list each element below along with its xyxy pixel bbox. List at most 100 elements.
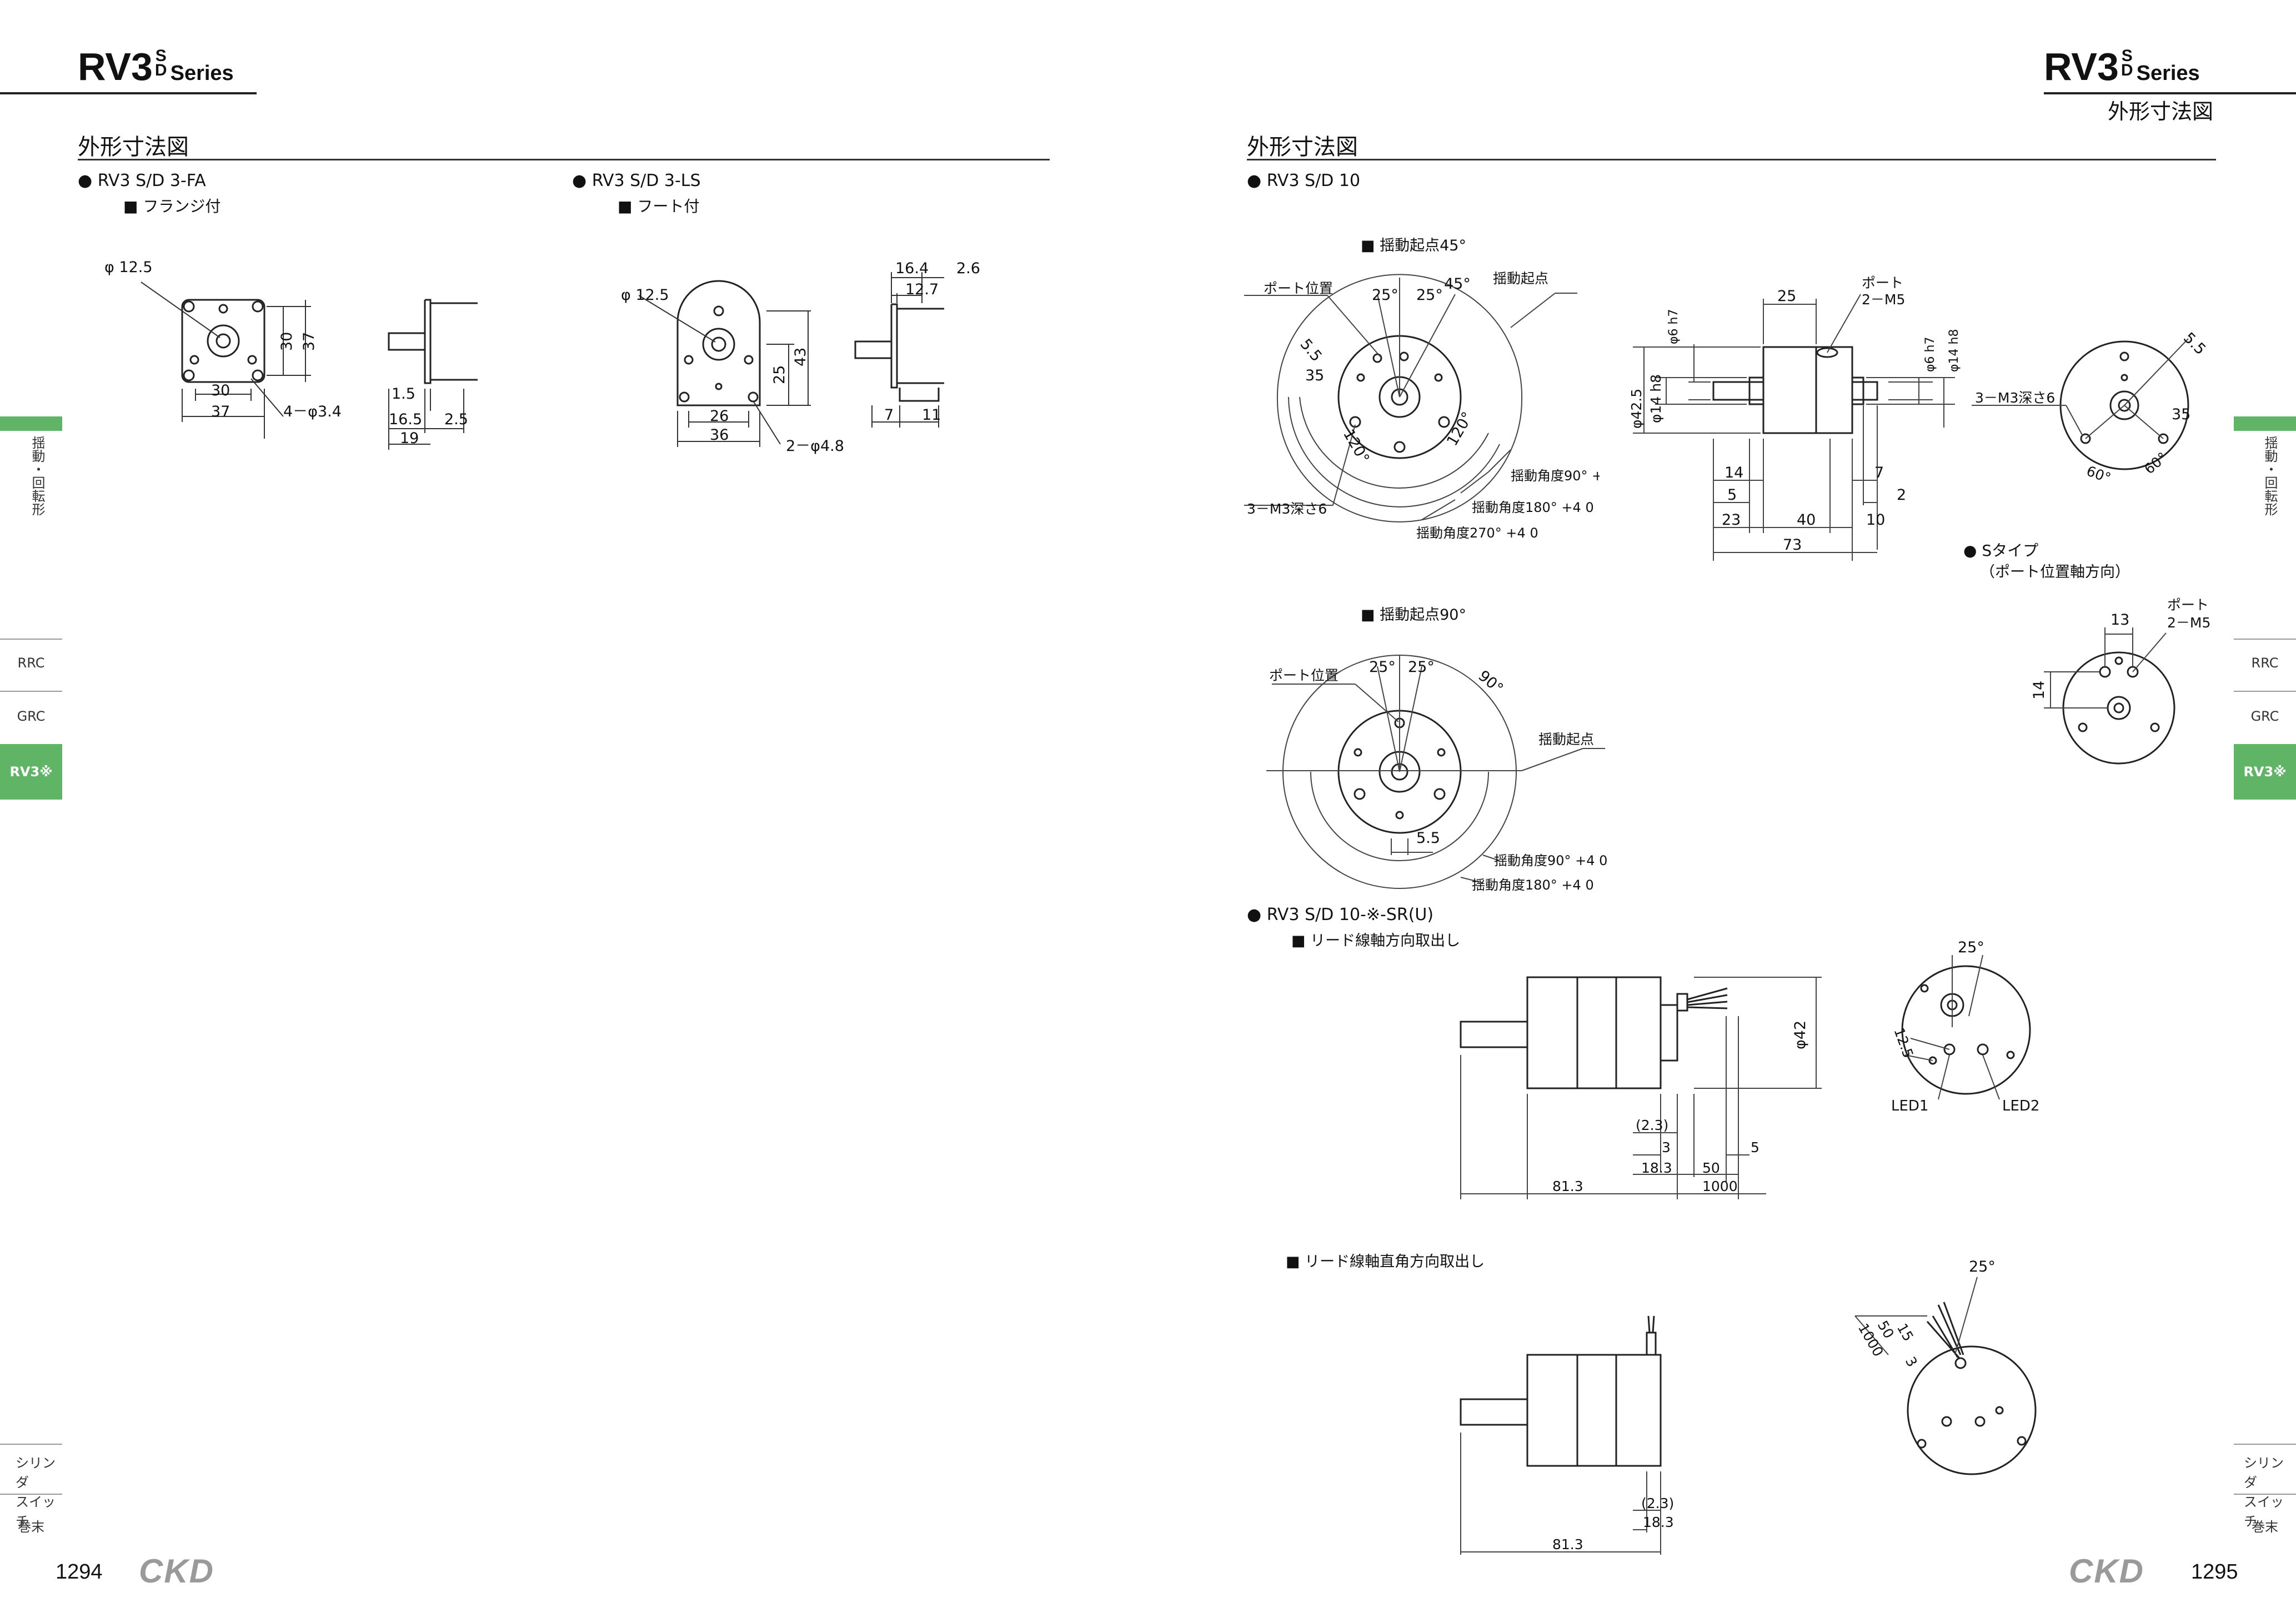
fa-drawing: φ 12.5 30 37 30 37 4－φ3.4 1.5 16.5 19 2.… <box>104 259 478 450</box>
side-d73: 73 <box>1783 536 1802 554</box>
page-number-left: 1294 <box>56 1560 103 1584</box>
fa-dim-30v: 30 <box>278 332 295 351</box>
side-body <box>1762 346 1853 434</box>
left-tab-rv3[interactable]: RV3※ <box>0 744 62 800</box>
right-tab-kanji[interactable]: 揺動・回転形 <box>2262 436 2278 516</box>
start45-a45: 45° <box>1444 275 1471 293</box>
series-main-right: RV3 <box>2044 45 2119 88</box>
stype-drawing: 13 ポート 2－M5 14 <box>2031 597 2210 765</box>
left-tab-line-3 <box>0 1444 62 1445</box>
sr-led2: LED2 <box>2002 1098 2039 1114</box>
right-tab-appendix[interactable]: 巻末 <box>2252 1519 2278 1535</box>
fa-shaft-circle <box>207 324 240 358</box>
left-tab-grc[interactable]: GRC <box>17 709 46 724</box>
header-rule-right <box>2044 92 2296 94</box>
series-d-right: D <box>2120 61 2133 79</box>
right-tab-rrc[interactable]: RRC <box>2251 655 2279 671</box>
sr-axial-label: リード線軸方向取出し <box>1291 928 1460 950</box>
ckd-logo-left: CKD <box>139 1552 214 1590</box>
side-port: ポート <box>1862 275 1903 291</box>
sr-d1000: 1000 <box>1702 1178 1738 1194</box>
stype-title: Sタイプ <box>1963 539 2038 561</box>
right-tab-line-1 <box>2234 639 2296 640</box>
sr-phi42: φ42 <box>1792 1021 1809 1049</box>
sr-d23: (2.3) <box>1636 1117 1668 1133</box>
series-suffix-right: Series <box>2136 62 2200 85</box>
fa-dim-30h: 30 <box>211 382 230 399</box>
ls-dim-36: 36 <box>710 426 729 444</box>
sr-d183: 18.3 <box>1641 1160 1672 1176</box>
sr-p-d23: (2.3) <box>1641 1495 1674 1511</box>
start45-a25a: 25° <box>1372 287 1398 304</box>
ls-drawing: φ 12.5 25 43 26 36 2－φ4.8 16.4 12.7 2.6 … <box>621 260 980 455</box>
start45-label: 揺動起点45° <box>1361 233 1466 255</box>
side-d25: 25 <box>1777 288 1796 305</box>
fa-dim-37h: 37 <box>211 403 230 420</box>
ls-foot-body <box>676 280 761 406</box>
stype-sub: （ポート位置軸方向） <box>1980 564 2130 581</box>
start90-start: 揺動起点 <box>1538 731 1594 747</box>
sr-axial-drawing: φ42 (2.3) 3 18.3 5 50 81.3 1000 <box>1460 976 1822 1199</box>
ls-dim-25: 25 <box>771 365 788 384</box>
sr-perp-rear-drawing: 25° 15 50 1000 3 <box>1854 1258 2037 1475</box>
right-tab-rv3[interactable]: RV3※ <box>2234 744 2296 800</box>
start45-d55: 5.5 <box>1297 336 1325 365</box>
sr-led1: LED1 <box>1891 1098 1928 1114</box>
sr-perp-body <box>1526 1354 1662 1467</box>
series-s: S <box>155 47 167 65</box>
ls-dim-26: 26 <box>710 408 729 425</box>
left-tab-kanji[interactable]: 揺動・回転形 <box>29 436 45 516</box>
side-phi14r: φ14 h8 <box>1947 329 1961 372</box>
back-drawing: 3－M3深さ6 5.5 35 60° 60° <box>1972 329 2209 486</box>
side-d40: 40 <box>1797 511 1816 529</box>
sr-d3: 3 <box>1662 1139 1671 1155</box>
ls-dim-164: 16.4 <box>895 260 929 277</box>
ls-sub: フート付 <box>618 194 699 217</box>
header-rule-left <box>0 92 257 94</box>
ls-dim-11: 11 <box>922 406 941 424</box>
sr-d50: 50 <box>1702 1160 1720 1176</box>
series-main: RV3 <box>78 45 153 88</box>
fa-dim-phi: φ 12.5 <box>104 259 153 276</box>
stype-port: ポート <box>2167 597 2209 613</box>
sr-p-d3: 3 <box>1902 1354 1921 1370</box>
left-tab-rrc[interactable]: RRC <box>17 655 45 671</box>
sr-p-a25: 25° <box>1969 1258 1996 1275</box>
sr-perp-drawing: (2.3) 18.3 81.3 <box>1460 1315 1674 1555</box>
start45-ang270: 揺動角度270° +4 0 <box>1416 525 1538 541</box>
sr-p-d183: 18.3 <box>1643 1514 1674 1530</box>
ls-dim-7: 7 <box>884 406 894 424</box>
back-d55: 5.5 <box>2180 329 2209 358</box>
sr-axial-rear-drawing: 25° 12.5 LED1 LED2 <box>1891 939 2039 1114</box>
right-tab-green-bar <box>2234 416 2296 431</box>
ls-bullet: RV3 S/D 3-LS <box>572 171 701 190</box>
start90-port-pos: ポート位置 <box>1269 667 1339 684</box>
start45-d35: 35 <box>1305 367 1324 384</box>
fa-dim-19: 19 <box>400 430 419 447</box>
start45-ang180: 揺動角度180° +4 0 <box>1472 500 1594 515</box>
sr-d125: 12.5 <box>1891 1026 1916 1060</box>
ls-dim-127: 12.7 <box>905 281 939 298</box>
ls-dim-43: 43 <box>792 348 809 366</box>
start90-a25a: 25° <box>1369 659 1396 676</box>
side-drawing: 25 ポート 2－M5 φ6 h7 φ14 h8 φ42.5 φ6 h7 φ14… <box>1628 275 1961 561</box>
fa-bullet: RV3 S/D 3-FA <box>78 171 206 190</box>
start90-a90: 90° <box>1475 667 1507 698</box>
sr-perp-label: リード線軸直角方向取出し <box>1286 1249 1485 1271</box>
left-tab-cylinder-switch[interactable]: シリンダ スイッチ <box>16 1455 56 1529</box>
right-tab-grc[interactable]: GRC <box>2250 709 2279 724</box>
side-d10: 10 <box>1866 511 1885 529</box>
start90-a25b: 25° <box>1408 659 1435 676</box>
sr-perp-rear-body <box>1907 1345 2037 1475</box>
side-port2: 2－M5 <box>1862 292 1905 308</box>
back-d35: 35 <box>2172 406 2190 423</box>
ls-dim-26b: 2.6 <box>956 260 980 277</box>
series-suffix: Series <box>170 62 234 85</box>
right-tab-cylinder-switch[interactable]: シリンダ スイッチ <box>2244 1455 2284 1529</box>
right-tab-line-4 <box>2234 1494 2296 1495</box>
side-d23: 23 <box>1722 511 1741 529</box>
side-d7: 7 <box>1874 464 1884 481</box>
section-rule-right <box>1247 159 2216 160</box>
left-tab-appendix[interactable]: 巻末 <box>18 1519 44 1535</box>
